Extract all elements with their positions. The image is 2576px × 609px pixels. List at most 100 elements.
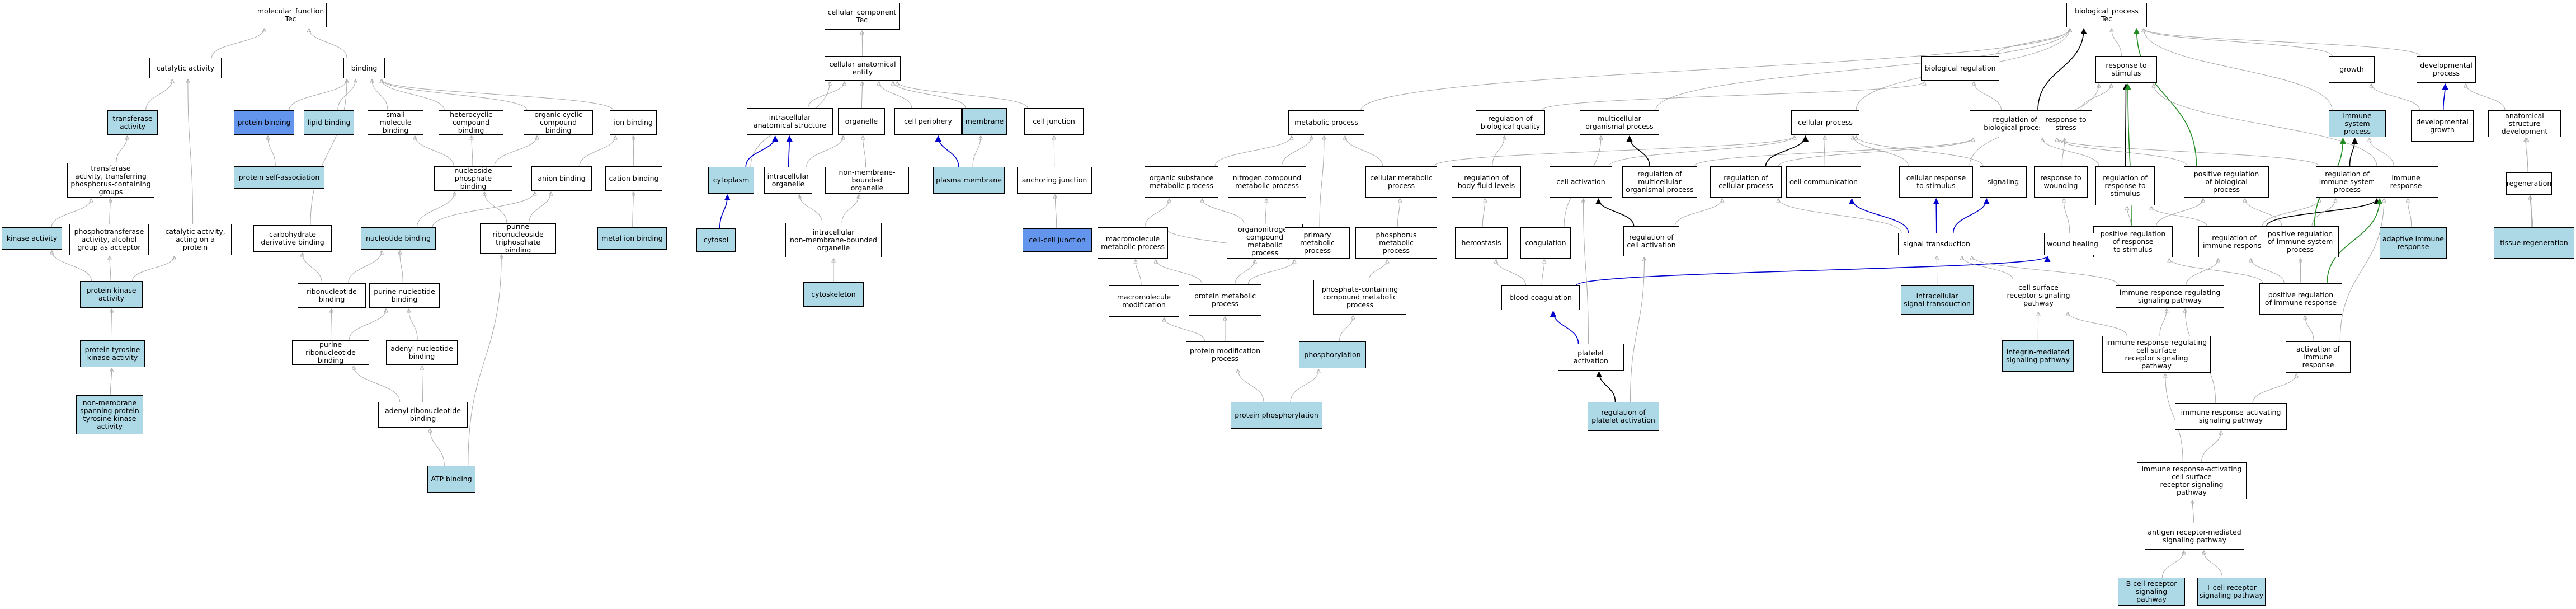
go-term-node: immune system process — [2329, 110, 2386, 137]
relation-edge-isa — [1974, 82, 2002, 111]
relation-edge-isa — [1368, 260, 1387, 280]
relation-edge-isa — [1972, 256, 2120, 286]
go-term-node: cell-cell junction — [1023, 228, 1092, 252]
relation-edge-isa — [579, 136, 615, 167]
relation-edge-isa — [2064, 199, 2070, 233]
relation-edge-reg — [2349, 137, 2358, 167]
go-term-node: organelle — [838, 108, 885, 135]
go-term-node: T cell receptor signaling pathway — [2197, 578, 2266, 606]
go-term-node: phosphate-containing compound metabolic … — [1313, 280, 1406, 315]
go-term-node: integrin-mediated signaling pathway — [2002, 340, 2074, 372]
relation-edge-isa — [2300, 259, 2301, 284]
go-term-node: immune response-regulating signaling pat… — [2116, 285, 2224, 308]
relation-edge-isa — [808, 82, 845, 109]
relation-edge-isa — [409, 309, 418, 341]
relation-edge-isa — [2251, 259, 2285, 284]
relation-edge-isa — [382, 79, 528, 111]
relation-edge-isa — [1655, 29, 2070, 111]
relation-edge-isa — [2151, 207, 2207, 227]
relation-edge-isa — [2068, 312, 2127, 336]
go-term-node: intracellular non-membrane-bounded organ… — [785, 223, 882, 257]
relation-edge-isa — [2466, 84, 2506, 111]
relation-edge-isa — [529, 192, 551, 224]
go-term-node: transferase activity, transferring phosp… — [67, 163, 154, 198]
relation-edge-isa — [2057, 138, 2188, 167]
relation-edge-isa — [1290, 369, 1318, 402]
relation-edge-part — [1952, 198, 1990, 233]
relation-edge-isa — [2245, 199, 2282, 227]
go-term-node: purine nucleotide binding — [369, 283, 440, 308]
go-term-node: organic cyclic compound binding — [524, 110, 593, 135]
relation-edge-isa — [862, 31, 863, 57]
go-term-node: organic substance metabolic process — [1145, 166, 1218, 198]
relation-edge-isa — [382, 79, 445, 111]
relation-edge-isa — [1397, 199, 1400, 228]
relation-edge-isa — [1962, 256, 2013, 280]
go-term-node: cation binding — [605, 166, 662, 191]
relation-edge-isa — [372, 79, 388, 111]
relation-edge-isa — [211, 29, 265, 58]
relation-edge-posreg — [2327, 198, 2383, 284]
go-term-node: cell periphery — [894, 108, 962, 135]
go-term-node: cell communication — [1786, 166, 1861, 198]
relation-edge-isa — [289, 79, 347, 111]
go-term-node: regeneration — [2506, 172, 2552, 195]
go-term-node: positive regulation of biological proces… — [2184, 166, 2269, 198]
relation-edge-isa — [430, 429, 445, 466]
relation-edge-isa — [2252, 374, 2296, 404]
go-term-node: regulation of immune system process — [2316, 166, 2379, 198]
go-term-node: positive regulation of response to stimu… — [2093, 226, 2173, 257]
relation-edge-isa — [893, 82, 966, 109]
relation-edge-isa — [2201, 431, 2221, 463]
go-term-node: anatomical structure development — [2488, 110, 2561, 137]
go-term-node: cytoplasm — [708, 167, 754, 194]
go-term-node: membrane — [962, 108, 1007, 135]
relation-edge-isa — [2165, 374, 2183, 463]
relation-edge-isa — [2311, 199, 2335, 227]
relation-edge-isa — [2161, 551, 2184, 578]
relation-edge-isa — [879, 82, 912, 109]
go-term-node: antigen receptor-mediated signaling path… — [2145, 523, 2244, 550]
relation-edge-isa — [2061, 138, 2065, 167]
relation-edge-isa — [415, 136, 454, 167]
relation-edge-reg — [1595, 371, 1616, 402]
relation-edge-isa — [1496, 260, 1526, 286]
relation-edge-isa — [1156, 260, 1203, 285]
relation-edge-isa — [1164, 318, 1205, 342]
relation-edge-isa — [2154, 84, 2377, 167]
relation-edge-isa — [1541, 260, 1544, 286]
go-term-node: heterocyclic compound binding — [439, 110, 503, 135]
go-term-node: signaling — [1980, 166, 2027, 198]
go-term-node: biological_process Tec — [2066, 3, 2147, 27]
go-term-node: cell junction — [1024, 108, 1084, 135]
go-term-node: immune response-activating cell surface … — [2137, 462, 2247, 499]
go-term-node: regulation of cell activation — [1623, 226, 1679, 256]
relation-edge-isa — [2144, 29, 2333, 57]
relation-edge-reg — [2266, 198, 2380, 227]
relation-edge-isa — [132, 256, 175, 282]
relation-edge-isa — [1824, 136, 1825, 167]
go-term-node: regulation of response to stimulus — [2095, 166, 2155, 205]
go-term-node: phosphorus metabolic process — [1355, 227, 1437, 259]
go-term-node: non-membrane spanning protein tyrosine k… — [76, 395, 143, 434]
relation-edge-isa — [145, 79, 172, 111]
relation-edge-isa — [432, 192, 535, 228]
relation-edge-isa — [494, 136, 537, 167]
relation-edge-isa — [2204, 551, 2222, 578]
relation-edge-isa — [52, 251, 92, 282]
relation-edge-isa — [382, 79, 614, 111]
relation-edge-isa — [354, 366, 401, 402]
relation-edge-isa — [2262, 199, 2320, 227]
relation-edge-isa — [484, 192, 507, 224]
go-term-node: tissue regeneration — [2494, 227, 2574, 259]
relation-edge-reg — [1626, 135, 1650, 167]
relation-edge-isa — [1433, 136, 1795, 167]
relation-edge-isa — [1238, 369, 1264, 402]
go-term-node: ribonucleotide binding — [298, 283, 366, 308]
go-term-node: positive regulation of immune response — [2259, 283, 2342, 315]
relation-edge-part — [1550, 310, 1579, 344]
relation-edge-isa — [2370, 138, 2394, 167]
relation-edge-isa — [110, 199, 111, 224]
relation-edge-isa — [1145, 199, 1170, 228]
go-term-node: protein tyrosine kinase activity — [80, 340, 145, 367]
